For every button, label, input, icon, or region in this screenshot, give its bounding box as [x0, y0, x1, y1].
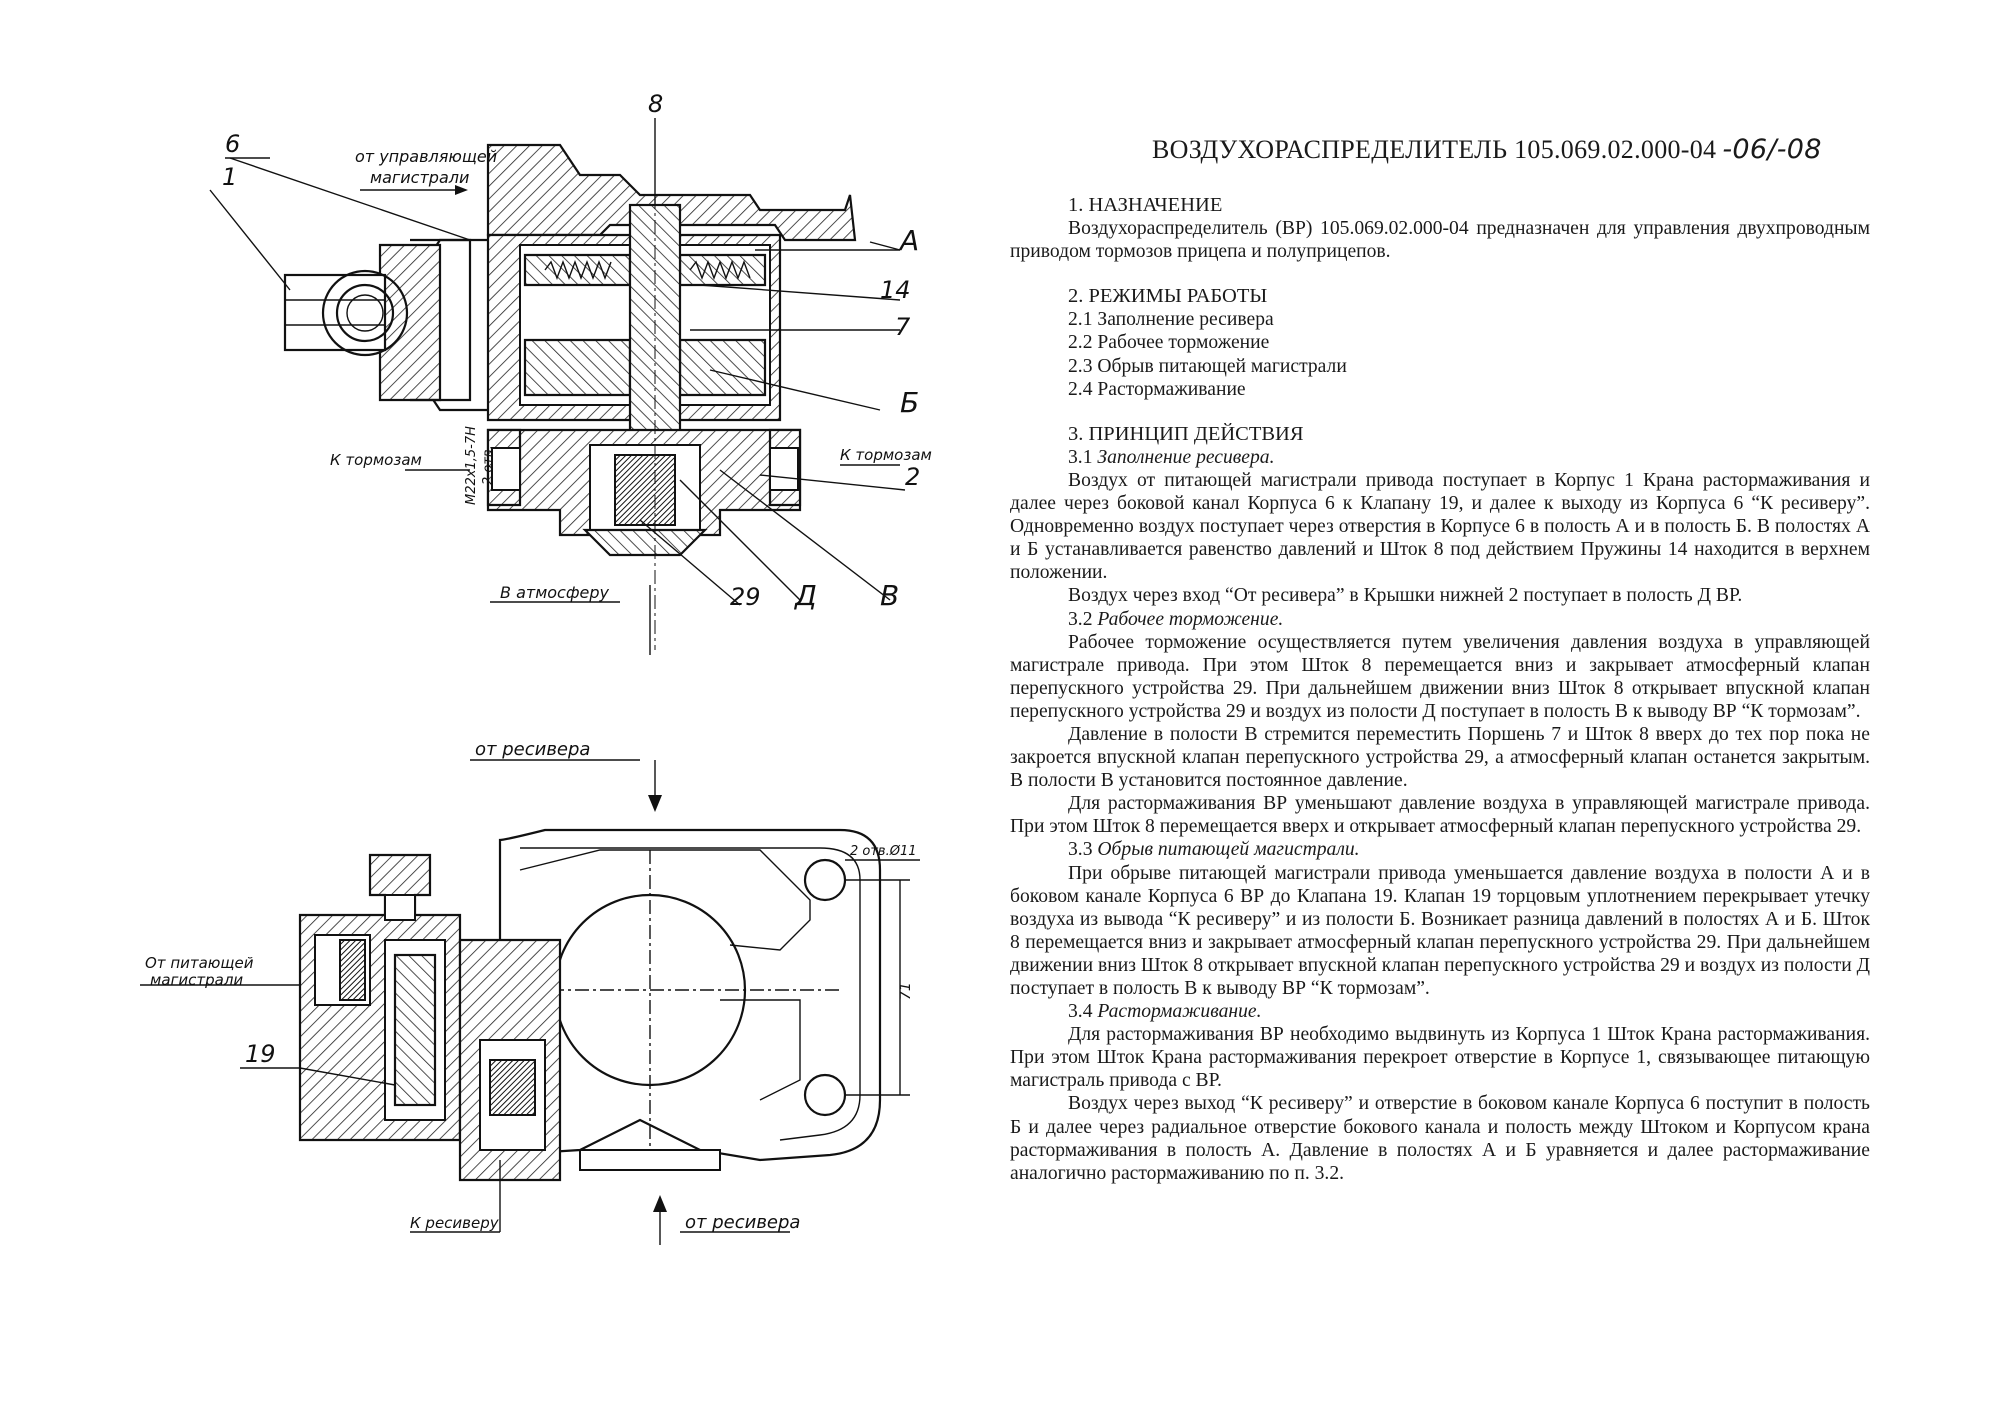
- paragraph: Давление в полости В стремится перемести…: [1010, 723, 1870, 792]
- mode-item: 2.2 Рабочее торможение: [1068, 332, 1270, 354]
- subsection-title: Растормаживание.: [1097, 1001, 1262, 1023]
- subsection-title: Обрыв питающей магистрали.: [1097, 839, 1360, 861]
- label-from-control-1: от управляющей: [355, 147, 497, 166]
- subsection-label: 3.4: [1068, 1001, 1098, 1023]
- title-text: ВОЗДУХОРАСПРЕДЕЛИТЕЛЬ 105.069.02.000-04: [1152, 135, 1717, 164]
- drawing-labels: 6 1 8 от управляющей магистрали А 14 7 Б…: [145, 90, 932, 1233]
- document-title: ВОЗДУХОРАСПРЕДЕЛИТЕЛЬ 105.069.02.000-04-…: [1152, 134, 1822, 165]
- paragraph: Рабочее торможение осуществляется путем …: [1010, 631, 1870, 722]
- callout-1: 1: [222, 163, 237, 191]
- callout-a: А: [898, 224, 919, 257]
- label-from-receiver-bottom: от ресивера: [685, 1212, 800, 1233]
- subsection-label: 3.2: [1068, 608, 1098, 630]
- label-from-receiver-top: от ресивера: [475, 739, 590, 760]
- subsection-title: Рабочее торможение.: [1097, 608, 1284, 630]
- paragraph: При обрыве питающей магистрали привода у…: [1010, 862, 1870, 999]
- label-to-brakes-right: К тормозам: [840, 446, 932, 464]
- callout-19: 19: [245, 1040, 276, 1068]
- upper-section-view: [283, 120, 857, 650]
- title-handwritten-note: -06/-08: [1722, 134, 1822, 165]
- callout-2: 2: [905, 463, 920, 491]
- subsection-label: 3.1: [1068, 446, 1098, 468]
- callout-v: В: [880, 579, 899, 612]
- section-3-heading: 3. ПРИНЦИП ДЕЙСТВИЯ: [1068, 422, 1304, 445]
- callout-7: 7: [895, 313, 911, 341]
- paragraph: Воздух от питающей магистрали привода по…: [1010, 469, 1870, 584]
- label-to-atmosphere: В атмосферу: [500, 583, 610, 602]
- subsection-3-2-heading: 3.2 Рабочее торможение.: [1068, 608, 1870, 631]
- paragraph: Для растормаживания ВР необходимо выдвин…: [1010, 1024, 1870, 1092]
- section-1-text: Воздухораспределитель (ВР) 105.069.02.00…: [1010, 218, 1870, 263]
- callout-6: 6: [225, 130, 240, 158]
- paragraph: Воздух через выход “К ресиверу” и отверс…: [1010, 1093, 1870, 1184]
- label-from-control-2: магистрали: [370, 168, 469, 187]
- subsection-3-3-heading: 3.3 Обрыв питающей магистрали.: [1068, 838, 1870, 861]
- callout-d: Д: [793, 579, 817, 612]
- paragraph: Воздух через вход “От ресивера” в Крышки…: [1068, 585, 1743, 607]
- label-to-brakes-left: К тормозам: [330, 451, 422, 469]
- subsection-title: Заполнение ресивера.: [1097, 446, 1275, 468]
- upper-leader-lines: [209, 118, 906, 655]
- label-to-receiver: К ресиверу: [410, 1214, 500, 1232]
- callout-14: 14: [880, 276, 911, 304]
- label-thread-2: 2 отв.: [481, 445, 496, 485]
- subsection-3-1-heading: 3.1 Заполнение ресивера.: [1068, 446, 1870, 469]
- paragraph: Для растормаживания ВР уменьшают давлени…: [1010, 793, 1870, 838]
- dim-71: 71: [898, 982, 914, 1000]
- subsection-3-4-heading: 3.4 Растормаживание.: [1068, 1000, 1870, 1023]
- section-2-heading: 2. РЕЖИМЫ РАБОТЫ: [1068, 285, 1268, 308]
- section-1-heading: 1. НАЗНАЧЕНИЕ: [1068, 194, 1223, 216]
- document-body: 1. НАЗНАЧЕНИЕ Воздухораспределитель (ВР)…: [1010, 194, 1870, 1185]
- callout-b-cyr: Б: [900, 386, 919, 419]
- label-from-supply-1: От питающей: [145, 954, 254, 972]
- callout-29: 29: [730, 583, 761, 611]
- label-thread: М22х1,5-7Н: [464, 426, 479, 505]
- mode-item: 2.3 Обрыв питающей магистрали: [1068, 355, 1347, 377]
- mode-item: 2.4 Растормаживание: [1068, 378, 1246, 400]
- label-holes: 2 отв.Ø11: [850, 844, 917, 859]
- callout-8: 8: [648, 90, 663, 118]
- label-from-supply-2: магистрали: [150, 971, 243, 989]
- lower-plan-view: [140, 759, 920, 1245]
- mode-item: 2.1 Заполнение ресивера: [1068, 309, 1274, 331]
- subsection-label: 3.3: [1068, 839, 1098, 861]
